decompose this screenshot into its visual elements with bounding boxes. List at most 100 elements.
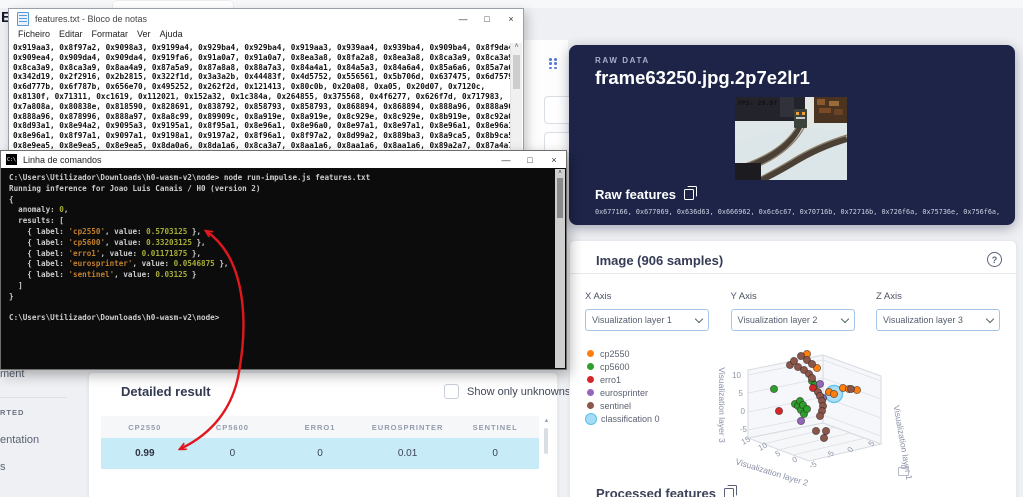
result-cell: 0: [492, 448, 498, 459]
feature-explorer-title: Image (906 samples): [596, 253, 724, 268]
maximize-button[interactable]: □: [527, 154, 533, 165]
result-cell: 0: [229, 448, 236, 459]
page-gap-card: [522, 40, 568, 150]
notepad-window: features.txt - Bloco de notas — □ × Fichei…: [8, 8, 524, 152]
sample-image: FPS: 29.97: [735, 97, 847, 180]
raw-data-kicker: RAW DATA: [595, 56, 650, 65]
show-only-unknowns-label: Show only unknowns: [467, 385, 571, 398]
visualization-layer-select[interactable]: Visualization layer 1: [585, 309, 709, 331]
terminal-titlebar[interactable]: C:\ Linha de comandos — □ ×: [1, 151, 566, 168]
notepad-scrollbar[interactable]: ˄: [510, 43, 522, 151]
detailed-result-title: Detailed result: [121, 384, 211, 399]
column-header: CP5600: [215, 422, 249, 432]
logo-fragment: E: [1, 9, 12, 26]
sidebar-item-fragment[interactable]: s: [0, 461, 6, 473]
notepad-titlebar[interactable]: features.txt - Bloco de notas — □ ×: [9, 9, 523, 29]
page-top-band: [0, 0, 1023, 8]
plot-camera-icon[interactable]: [898, 465, 909, 476]
close-button[interactable]: ×: [508, 14, 514, 24]
legend-item[interactable]: classification 0: [584, 412, 660, 425]
sidebar-item-fragment[interactable]: RTED: [0, 408, 25, 417]
chevron-down-icon: [840, 314, 849, 323]
terminal-output[interactable]: C:\Users\Utilizador\Downloads\h0-wasm-v2…: [9, 173, 371, 323]
svg-text:-5: -5: [740, 425, 748, 434]
drag-handle-icon: [549, 58, 557, 70]
svg-text:5: 5: [866, 439, 876, 448]
terminal-window: C:\ Linha de comandos — □ × C:\Users\Utili…: [0, 150, 567, 370]
raw-features-preview: 0x677166, 0x677069, 0x636d63, 0x666962, …: [595, 208, 1000, 216]
svg-text:0: 0: [845, 445, 855, 454]
notepad-icon: [17, 12, 29, 26]
minimize-button[interactable]: —: [501, 154, 511, 165]
axis-label: Z Axis: [876, 291, 902, 302]
notepad-title: features.txt - Bloco de notas: [35, 14, 148, 24]
visualization-layer-select[interactable]: Visualization layer 3: [876, 309, 1000, 331]
legend-marker-icon: [587, 389, 594, 396]
notepad-menu-item[interactable]: Editar: [59, 29, 83, 39]
cmd-icon: C:\: [6, 154, 17, 165]
svg-text:-5: -5: [824, 449, 836, 461]
minimize-button[interactable]: —: [458, 14, 468, 24]
notepad-menu-item[interactable]: Formatar: [91, 29, 129, 39]
notepad-menu-item[interactable]: Ver: [137, 29, 151, 39]
column-header: EUROSPRINTER: [371, 422, 444, 432]
svg-text:Visualization layer 2: Visualization layer 2: [734, 456, 809, 488]
legend-marker-icon: [587, 350, 594, 357]
copy-icon[interactable]: [683, 186, 698, 200]
legend-item[interactable]: erro1: [584, 373, 660, 386]
sidebar-item-fragment[interactable]: ment: [0, 368, 25, 380]
result-cell: 0: [317, 448, 323, 459]
copy-icon[interactable]: [723, 485, 738, 497]
svg-text:10: 10: [732, 371, 741, 380]
sidebar-divider: [0, 397, 67, 398]
processed-features-label: Processed features: [596, 486, 716, 497]
svg-text:Visualization layer 3: Visualization layer 3: [717, 367, 727, 443]
notepad-menu-item[interactable]: Ajuda: [159, 29, 183, 39]
show-only-unknowns-checkbox[interactable]: [444, 384, 459, 399]
svg-text:0: 0: [741, 407, 746, 416]
card-divider: [570, 273, 1016, 274]
svg-text:0: 0: [791, 454, 800, 464]
notepad-text[interactable]: 0x919aa3, 0x8f97a2, 0x9098a3, 0x9199a4, …: [13, 43, 511, 150]
legend-marker-icon: [587, 376, 594, 383]
legend-item[interactable]: cp5600: [584, 360, 660, 373]
legend-marker-icon: [587, 363, 594, 370]
legend-item[interactable]: sentinel: [584, 399, 660, 412]
detailed-result-card: Detailed result Show only unknowns CP255…: [88, 372, 570, 497]
column-header: SENTINEL: [472, 422, 518, 432]
result-table-scrollbar[interactable]: ▲▼: [542, 418, 551, 497]
axis-label: Y Axis: [730, 291, 757, 302]
svg-text:-5: -5: [808, 459, 819, 471]
maximize-button[interactable]: □: [484, 14, 490, 24]
axis-label: X Axis: [585, 291, 612, 302]
raw-data-panel: RAW DATA frame63250.jpg.2p7e2lr1: [569, 45, 1015, 225]
visualization-layer-select[interactable]: Visualization layer 2: [730, 309, 855, 331]
chevron-down-icon: [985, 314, 995, 323]
sample-filename-title: frame63250.jpg.2p7e2lr1: [595, 67, 810, 88]
result-cell: 0.99: [135, 448, 155, 459]
notepad-menu-item[interactable]: Ficheiro: [18, 29, 51, 39]
sidebar-item-fragment[interactable]: entation: [0, 434, 40, 446]
help-icon[interactable]: ?: [987, 252, 1002, 267]
legend-marker-icon: [585, 412, 597, 425]
legend-marker-icon: [587, 402, 594, 409]
svg-text:5: 5: [774, 448, 783, 458]
legend-item[interactable]: cp2550: [584, 347, 660, 360]
raw-features-label: Raw features: [595, 187, 676, 202]
column-header: ERRO1: [304, 422, 336, 432]
chevron-down-icon: [694, 314, 704, 323]
terminal-title: Linha de comandos: [23, 154, 102, 165]
svg-text:5: 5: [739, 389, 744, 398]
result-cell: 0.01: [397, 448, 418, 459]
notepad-menubar: Ficheiro Editar Formatar Ver Ajuda: [9, 29, 523, 42]
result-table-row[interactable]: 0.99 0 0 0.01 0: [101, 438, 539, 469]
close-button[interactable]: ×: [551, 154, 557, 165]
fps-overlay: FPS: 29.97: [738, 99, 778, 107]
legend-item[interactable]: eurosprinter: [584, 386, 660, 399]
terminal-scrollbar[interactable]: ˄: [555, 169, 565, 368]
